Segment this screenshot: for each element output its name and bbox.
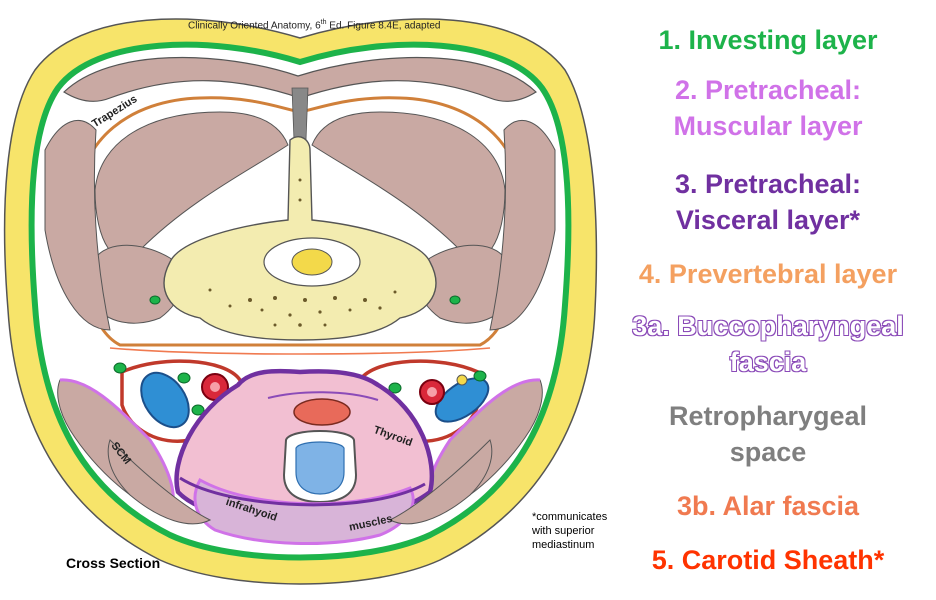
esophagus bbox=[293, 398, 351, 426]
footnote: *communicates with superior mediastinum bbox=[532, 511, 608, 551]
legend-prevertebral-layer: 4. Prevertebral layer bbox=[638, 259, 898, 289]
trapezius-muscle bbox=[63, 56, 537, 102]
fascia-legend: 1. Investing layer 2. Pretracheal: Muscu… bbox=[600, 0, 936, 600]
legend-carotid-sheath: 5. Carotid Sheath* bbox=[651, 545, 885, 575]
nuchal-ligament bbox=[291, 87, 309, 141]
vagus-nerve-right bbox=[456, 374, 468, 386]
spinal-cord bbox=[291, 248, 333, 276]
legend-investing-layer: 1. Investing layer bbox=[658, 25, 878, 55]
cross-section-label: Cross Section bbox=[66, 555, 161, 571]
lateral-muscle-right bbox=[489, 120, 556, 331]
legend-buccopharyngeal-fascia: 3a. Buccopharyngeal fascia bbox=[631, 310, 904, 378]
alar-fascia-line bbox=[109, 347, 491, 355]
neck-cross-section-illustration bbox=[3, 18, 598, 585]
figure-caption: Clinically Oriented Anatomy, 6th Ed. Fig… bbox=[188, 19, 441, 32]
internal-jugular-vein-right bbox=[434, 377, 490, 423]
internal-jugular-vein-left bbox=[140, 371, 190, 429]
legend-alar-fascia: 3b. Alar fascia bbox=[676, 491, 860, 521]
lateral-muscle-left bbox=[44, 120, 111, 331]
bone-marrow-texture bbox=[208, 178, 397, 327]
legend-retropharyngeal-space: Retropharygeal space bbox=[668, 401, 868, 467]
platysma-right bbox=[388, 439, 493, 525]
legend-pretracheal-muscular: 2. Pretracheal: Muscular layer bbox=[673, 75, 863, 141]
platysma-left bbox=[107, 439, 212, 525]
legend-pretracheal-visceral: 3. Pretracheal: Visceral layer* bbox=[674, 169, 862, 235]
